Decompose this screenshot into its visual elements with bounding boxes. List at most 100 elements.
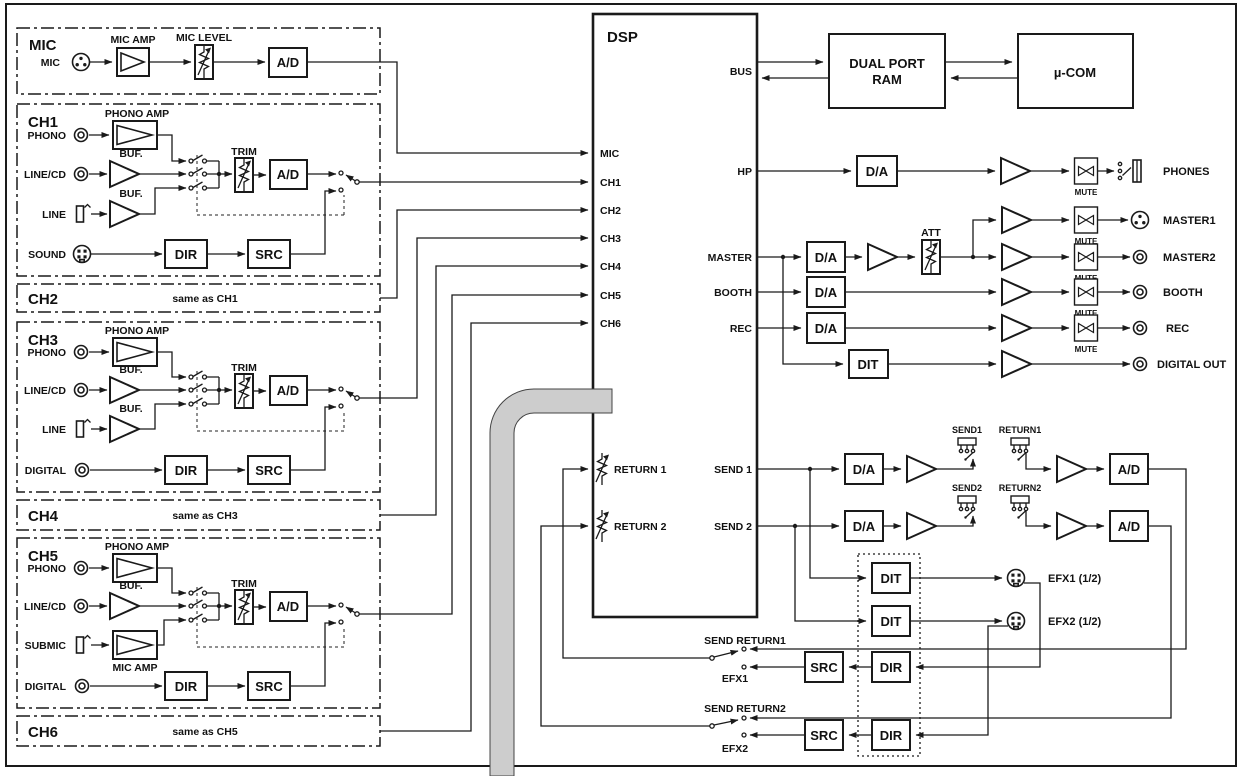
send-return2-selector: SEND RETURN2 EFX2 [540,523,1172,755]
efx2-conn-label: EFX2 (1/2) [1048,616,1102,628]
mini-jack-icon [75,418,92,438]
master2-label: MASTER2 [1163,252,1216,264]
hp-output-path: D/A MUTE PHONES [757,155,1209,197]
ch1-output-selector [338,170,360,193]
dsp-chip: DSP MIC CH1 CH2 CH3 CH4 CH5 CH6 RETURN 1… [591,12,759,619]
xlr-connector-icon [71,52,91,72]
buffer-amp-icon [109,592,140,620]
send2-dac-label: D/A [853,519,876,534]
ch1-sound-label: SOUND [28,249,66,261]
mini-din-connector-icon [1006,611,1026,631]
mute-switch-icon [1073,157,1099,185]
amplifier-icon [1001,314,1032,342]
bus-section: DUAL PORT RAM µ-COM [757,33,1134,109]
amplifier-icon [112,630,158,660]
send-return1-label: SEND RETURN1 [704,635,786,647]
booth-label: BOOTH [1163,287,1203,299]
insert-jack-icon [957,437,977,462]
master1-label: MASTER1 [1163,215,1216,227]
dsp-port-mic: MIC [600,148,620,160]
ch1-block: CH1 PHONO PHONO AMP LINE/CD BUF. LINE BU… [16,103,381,277]
dsp-port-return1: RETURN 1 [614,464,667,476]
ch2-note: same as CH1 [172,293,238,305]
ch5-trim-label: TRIM [231,578,257,590]
ch4-note: same as CH3 [172,510,238,522]
dual-port-ram-label-2: RAM [872,72,902,87]
ch3-title: CH3 [28,332,58,349]
dsp-port-ch5: CH5 [600,290,621,302]
dsp-port-send1: SEND 1 [714,464,752,476]
rca-connector-icon [73,382,89,398]
ch4-title: CH4 [28,508,59,525]
rca-connector-icon [74,462,90,478]
ch1-buf-label: BUF. [119,148,142,160]
return1-jack-label: RETURN1 [999,425,1042,435]
return1-adc-label: A/D [1118,462,1140,477]
dsp-port-send2: SEND 2 [714,521,752,533]
amplifier-icon [112,553,158,583]
dsp-port-ch2: CH2 [600,205,621,217]
ch1-linecd-label: LINE/CD [24,169,66,181]
rca-connector-icon [1132,320,1148,336]
dual-port-ram-label-1: DUAL PORT [849,56,925,71]
ch3-input-selector [188,370,345,432]
ch3-block: CH3 PHONO PHONO AMP LINE/CD BUF. LINE BU… [16,321,381,493]
send2-jack-label: SEND2 [952,483,982,493]
ch5-block: CH5 PHONO PHONO AMP LINE/CD BUF. SUBMIC … [16,537,381,709]
efx-digital-block: DIT DIT EFX1 (1/2) EFX2 (1/2) DIR SRC DI… [794,469,1102,757]
ch5-dir-label: DIR [175,679,198,694]
ch1-title: CH1 [28,114,58,131]
hp-mute-label: MUTE [1075,188,1098,197]
ch5-digital-label: DIGITAL [25,681,67,693]
dir2-label: DIR [880,728,903,743]
ch3-adc-label: A/D [277,383,299,398]
send1-dac-label: D/A [853,462,876,477]
buffer-amp-icon [109,415,140,443]
mute-switch-icon [1073,278,1099,306]
hp-dac-label: D/A [866,164,889,179]
amplifier-icon [1001,243,1032,271]
send2-path: D/A SEND2 RETURN2 A/D [757,483,1149,542]
mic-level-label: MIC LEVEL [176,32,233,44]
rca-connector-icon [73,127,89,143]
rec-dac-label: D/A [815,321,838,336]
ch1-line-label: LINE [42,209,66,221]
mic-block: MIC MIC MIC AMP MIC LEVEL A/D [16,27,381,95]
mini-din-connector-icon [1006,568,1026,588]
digital-out-label: DIGITAL OUT [1157,359,1227,371]
rec-output-path: D/A MUTE REC [757,312,1189,354]
amplifier-icon [1001,278,1032,306]
return2-jack-label: RETURN2 [999,483,1042,493]
headphone-jack-icon [1117,159,1142,183]
master-dac-label: D/A [815,250,838,265]
src2-label: SRC [810,728,838,743]
rca-connector-icon [1132,249,1148,265]
amplifier-icon [867,243,898,271]
rca-connector-icon [1132,356,1148,372]
efx1-conn-label: EFX1 (1/2) [1048,573,1102,585]
rca-connector-icon [74,678,90,694]
ch5-submic-label: SUBMIC [25,640,67,652]
ch3-trim-label: TRIM [231,362,257,374]
efx1-label: EFX1 [722,673,748,685]
dit2-label: DIT [881,614,902,629]
ch3-dir-label: DIR [175,463,198,478]
variable-level-icon [235,158,253,192]
amplifier-icon [906,512,937,540]
dsp-port-bus: BUS [730,66,752,78]
digital-out-dit-label: DIT [858,357,879,372]
send-return1-selector: SEND RETURN1 EFX1 [562,466,1187,685]
variable-level-icon [235,590,253,624]
send1-path: D/A SEND1 RETURN1 A/D [757,425,1149,485]
buffer-amp-icon [109,200,140,228]
ch3-line-label: LINE [42,424,66,436]
ch1-adc-label: A/D [277,167,299,182]
booth-output-path: D/A MUTE BOOTH [757,276,1203,318]
mini-jack-icon [75,634,92,654]
ch3-buf-label: BUF. [119,364,142,376]
amplifier-icon [1001,206,1032,234]
src1-label: SRC [810,660,838,675]
mini-jack-icon [75,203,92,223]
